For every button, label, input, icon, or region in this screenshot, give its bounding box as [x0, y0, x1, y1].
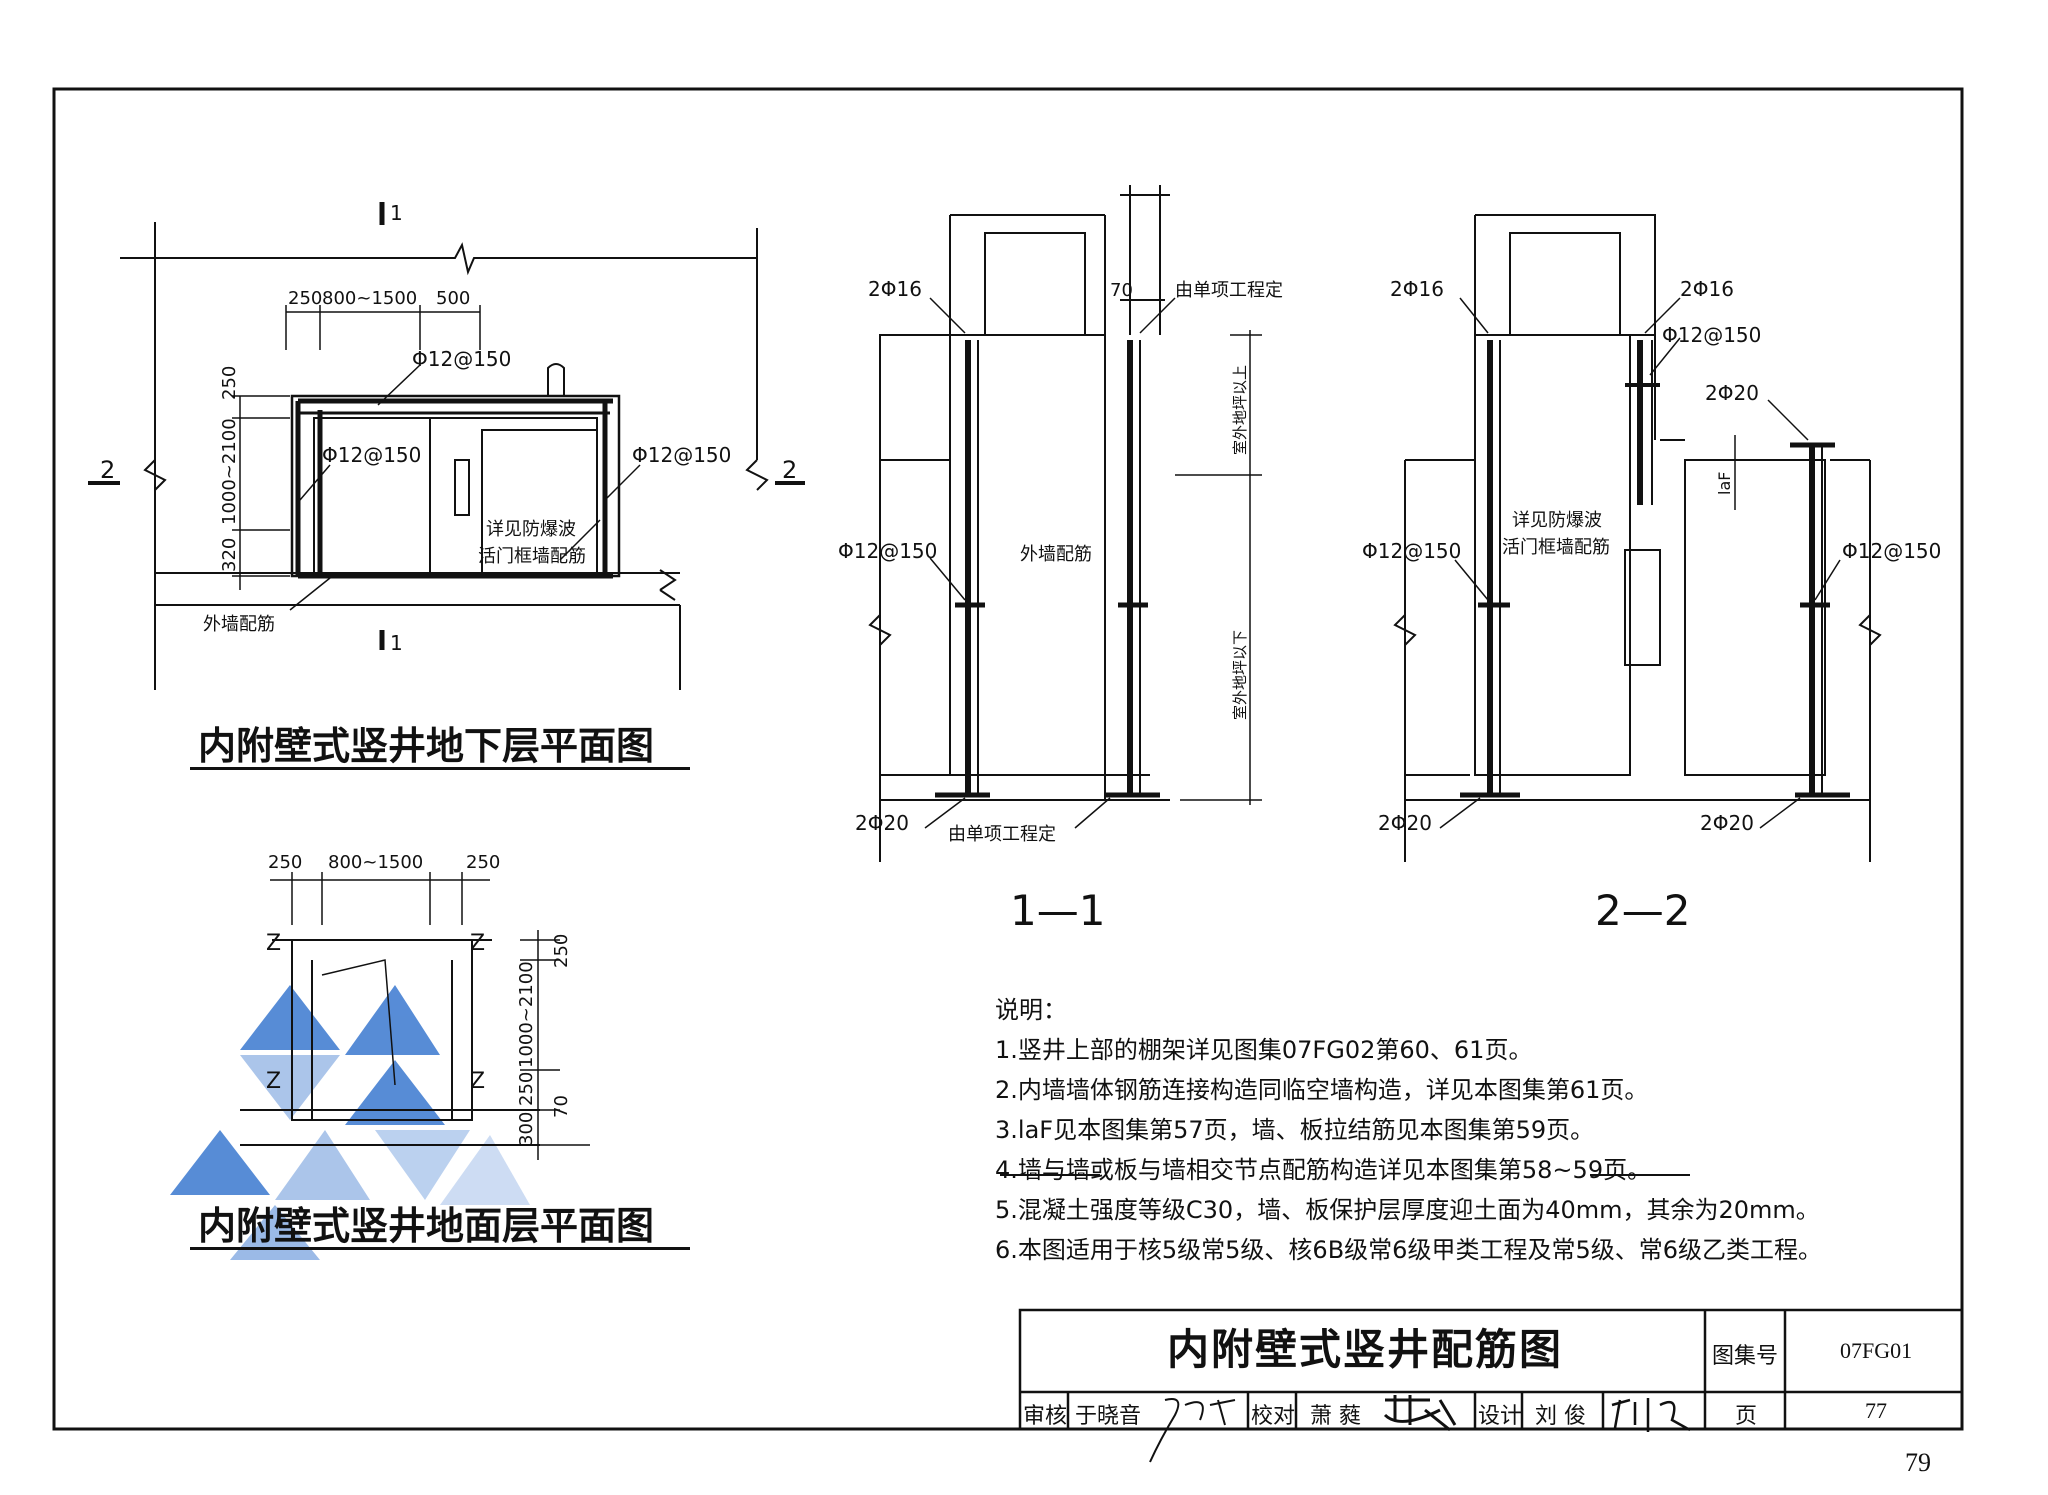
s22-rebar-20: 2Φ20	[1705, 381, 1759, 405]
outer-wall-label: 外墙配筋	[203, 614, 275, 635]
s22-label: 2—2	[1595, 886, 1690, 935]
signature-check	[1383, 1395, 1457, 1432]
notes-block: 说明： 1.竖井上部的棚架详见图集07FG02第60、61页。 2.内墙墙体钢筋…	[995, 990, 1895, 1270]
plan-basement-text: 1 1 2 2 250 800~1500 500 250 1000~2100 3…	[100, 201, 797, 655]
plan-ground-title-underline	[190, 1247, 690, 1250]
s22-rebar-mid: Φ12@150	[1662, 323, 1761, 347]
g-z-bl: Z	[266, 1069, 281, 1094]
s11-dim-70: 70	[1110, 280, 1133, 301]
plan-basement	[88, 202, 805, 690]
atlas-number: 07FG01	[1840, 1338, 1913, 1363]
s11-label: 1—1	[1010, 886, 1105, 935]
s11-rebar-side: Φ12@150	[838, 539, 937, 563]
door-note-1: 详见防爆波	[486, 519, 576, 540]
plan-basement-title: 内附壁式竖井地下层平面图	[198, 724, 655, 768]
s11-note-bottom: 由单项工程定	[948, 824, 1056, 845]
signature-design	[1611, 1398, 1691, 1432]
g-z-br: Z	[470, 1069, 485, 1094]
section-2-2	[1393, 214, 1882, 1176]
s22-rebar-right: Φ12@150	[1842, 539, 1941, 563]
note-5: 5.混凝土强度等级C30，墙、板保护层厚度迎土面为40mm，其余为20mm。	[995, 1196, 1820, 1224]
g-dim-800-1500: 800~1500	[328, 852, 423, 873]
g-z-tr: Z	[470, 931, 485, 956]
section-1-1	[868, 185, 1262, 1176]
section-2-2-text: 2Φ16 2Φ16 Φ12@150 2Φ20 laF 详见防爆波 活门框墙配筋 …	[1362, 277, 1941, 935]
section-mark-1-top: 1	[390, 201, 403, 225]
dim-v-250: 250	[219, 366, 240, 400]
s11-rebar-bottom: 2Φ20	[855, 811, 909, 835]
s11-above: 室外地坪以上	[1231, 365, 1249, 455]
g-dim-v-1000-2100: 1000~2100	[516, 961, 537, 1068]
review-label: 审核	[1023, 1404, 1068, 1429]
s11-rebar-tl: 2Φ16	[868, 277, 922, 301]
section-mark-2-left: 2	[100, 456, 115, 484]
signature-review	[1149, 1398, 1236, 1463]
g-dim-v-70: 70	[551, 1095, 572, 1118]
title-block	[1018, 1308, 1964, 1463]
note-4: 4.墙与墙或板与墙相交节点配筋构造详见本图集第58~59页。	[995, 1156, 1652, 1184]
dim-v-1000-2100: 1000~2100	[219, 418, 240, 525]
notes-heading: 说明：	[995, 996, 1067, 1024]
sheet-page-number: 79	[1905, 1448, 1931, 1477]
s11-below: 室外地坪以下	[1231, 630, 1249, 720]
s22-rebar-bl: 2Φ20	[1378, 811, 1432, 835]
rebar-label-top: Φ12@150	[412, 347, 511, 371]
s22-rebar-tl: 2Φ16	[1390, 277, 1444, 301]
g-dim-v-250b: 250	[516, 1072, 537, 1106]
atlas-label: 图集号	[1712, 1344, 1779, 1369]
page-number-cell: 77	[1865, 1398, 1887, 1423]
page-label: 页	[1735, 1404, 1758, 1429]
plan-basement-title-underline	[190, 767, 690, 770]
g-dim-v-300: 300	[516, 1112, 537, 1146]
s22-rebar-tr: 2Φ16	[1680, 277, 1734, 301]
s11-note-top: 由单项工程定	[1175, 280, 1283, 301]
review-name: 于晓音	[1075, 1404, 1142, 1429]
s22-laf: laF	[1715, 472, 1734, 495]
g-dim-250a: 250	[268, 852, 302, 873]
door-note-2: 活门框墙配筋	[478, 546, 586, 567]
sheet-border	[52, 87, 1964, 1431]
s11-outer-wall: 外墙配筋	[1020, 544, 1092, 565]
s22-rebar-left: Φ12@150	[1362, 539, 1461, 563]
note-2: 2.内墙墙体钢筋连接构造同临空墙构造，详见本图集第61页。	[995, 1076, 1649, 1104]
g-dim-250b: 250	[466, 852, 500, 873]
watermark-logo	[170, 985, 530, 1260]
rebar-label-right: Φ12@150	[632, 443, 731, 467]
note-3: 3.laF见本图集第57页，墙、板拉结筋见本图集第59页。	[995, 1116, 1595, 1144]
g-dim-v-250: 250	[551, 934, 572, 968]
check-label: 校对	[1251, 1404, 1296, 1429]
rebar-label-left: Φ12@150	[322, 443, 421, 467]
g-z-tl: Z	[266, 931, 281, 956]
s22-door-note-1: 详见防爆波	[1512, 510, 1602, 531]
design-name: 刘 俊	[1535, 1404, 1586, 1429]
s22-rebar-br: 2Φ20	[1700, 811, 1754, 835]
plan-ground	[170, 872, 590, 1260]
note-1: 1.竖井上部的棚架详见图集07FG02第60、61页。	[995, 1036, 1533, 1064]
dim-500: 500	[436, 288, 470, 309]
plan-ground-text: 250 800~1500 250 Z Z Z Z 250 1000~2100 2…	[266, 852, 572, 1146]
section-mark-2-right: 2	[782, 456, 797, 484]
dim-800-1500: 800~1500	[322, 288, 417, 309]
section-1-1-text: 2Φ16 70 由单项工程定 Φ12@150 外墙配筋 室外地坪以上 室外地坪以…	[838, 277, 1283, 935]
s22-door-note-2: 活门框墙配筋	[1502, 537, 1610, 558]
drawing-title: 内附壁式竖井配筋图	[1166, 1325, 1563, 1374]
note-6: 6.本图适用于核5级常5级、核6B级常6级甲类工程及常5级、常6级乙类工程。	[995, 1236, 1822, 1264]
section-mark-1-bottom: 1	[390, 631, 403, 655]
check-name: 萧 蕤	[1310, 1404, 1361, 1429]
design-label: 设计	[1478, 1404, 1523, 1429]
plan-ground-title: 内附壁式竖井地面层平面图	[198, 1204, 655, 1248]
dim-250: 250	[288, 288, 322, 309]
dim-v-320: 320	[219, 538, 240, 572]
